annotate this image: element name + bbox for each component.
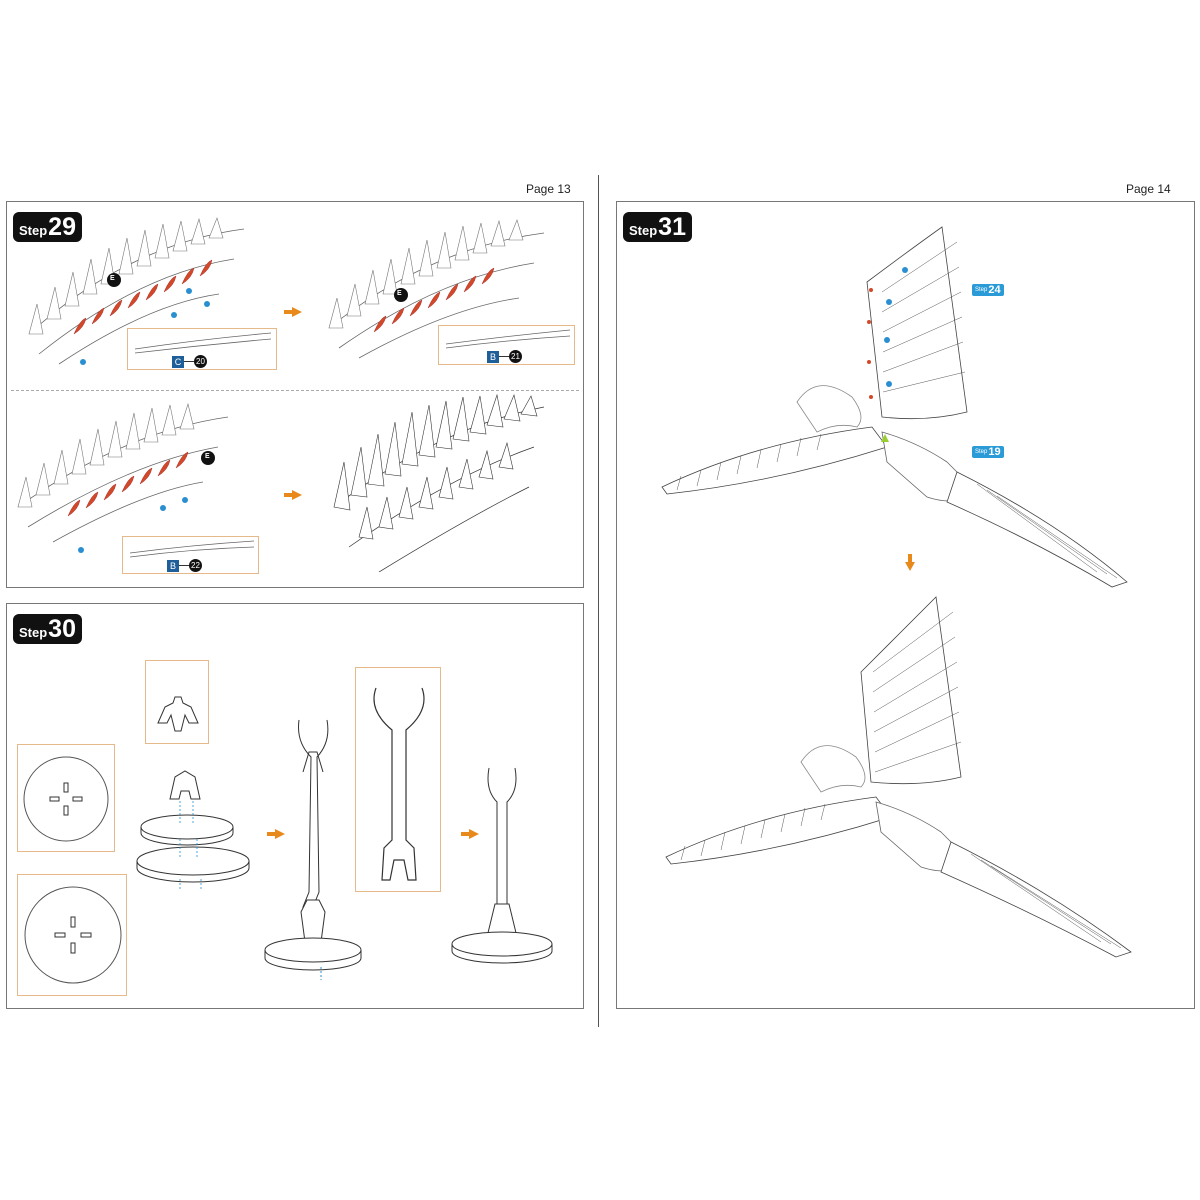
part-outline (445, 329, 571, 349)
step-number: 31 (658, 213, 686, 241)
arrow-down-icon (905, 554, 915, 571)
bird-assembled-illustration (665, 596, 1132, 958)
section-divider (11, 390, 579, 391)
part-letter: B (167, 559, 179, 572)
base-disc-callout-bottom (17, 874, 127, 996)
part-outline (129, 540, 255, 558)
step-31-panel: Step 31 Step 24 Step 19 (616, 201, 1195, 1009)
connector-part (157, 696, 199, 732)
wing-illustration-1 (28, 217, 245, 365)
part-outline (134, 332, 272, 354)
step-29-badge: Step 29 (13, 212, 82, 242)
page-number-right: Page 14 (1126, 182, 1171, 196)
part-number: 22 (189, 559, 202, 572)
disc-part (23, 756, 109, 842)
step-30-panel: Step 30 (6, 603, 584, 1009)
step-word: Step (19, 223, 48, 238)
step-ref-19: Step 19 (972, 446, 1004, 458)
base-assembly-exploded (136, 770, 250, 891)
step-word: Step (629, 223, 658, 238)
step-31-badge: Step 31 (623, 212, 692, 242)
step-word: Step (19, 625, 48, 640)
step-ref-number: 19 (988, 446, 1001, 458)
part-callout-b22: B 22 (122, 536, 259, 574)
disc-part (24, 886, 122, 984)
part-number: 21 (509, 350, 522, 363)
marker-e: E (110, 275, 115, 282)
step-number: 30 (48, 615, 76, 643)
step-30-badge: Step 30 (13, 614, 82, 644)
stand-pole-callout (355, 667, 441, 892)
base-disc-callout-top (17, 744, 115, 852)
step-ref-word: Step (975, 449, 988, 455)
completed-wing-illustration (333, 393, 545, 573)
marker-e: E (397, 290, 402, 297)
part-tag-b22: B 22 (167, 559, 202, 572)
bird-assembly-exploded (661, 226, 1128, 588)
step-ref-word: Step (975, 287, 988, 293)
stand-pole-part (373, 687, 425, 881)
step-ref-number: 24 (988, 284, 1001, 296)
arrow-right-icon (461, 829, 479, 839)
part-tag-c20: C 20 (172, 355, 207, 368)
wing-illustration-3 (17, 402, 229, 553)
stand-assembly-exploded (264, 719, 362, 980)
part-letter: B (487, 350, 499, 363)
marker-e: E (205, 453, 210, 460)
step-number: 29 (48, 213, 76, 241)
part-letter: C (172, 355, 184, 368)
connector-callout (145, 660, 209, 744)
arrow-right-icon (284, 307, 302, 317)
part-number: 20 (194, 355, 207, 368)
arrow-right-icon (284, 490, 302, 500)
wing-illustration-2 (328, 219, 545, 359)
step-29-panel: Step 29 E (6, 201, 584, 588)
arrow-right-icon (267, 829, 285, 839)
part-callout-b21: B 21 (438, 325, 575, 365)
part-tag-b21: B 21 (487, 350, 522, 363)
step-ref-24: Step 24 (972, 284, 1004, 296)
part-callout-c20: C 20 (127, 328, 277, 370)
page-number-left: Page 13 (526, 182, 571, 196)
final-stand-illustration (451, 767, 553, 964)
page-divider (598, 175, 599, 1027)
